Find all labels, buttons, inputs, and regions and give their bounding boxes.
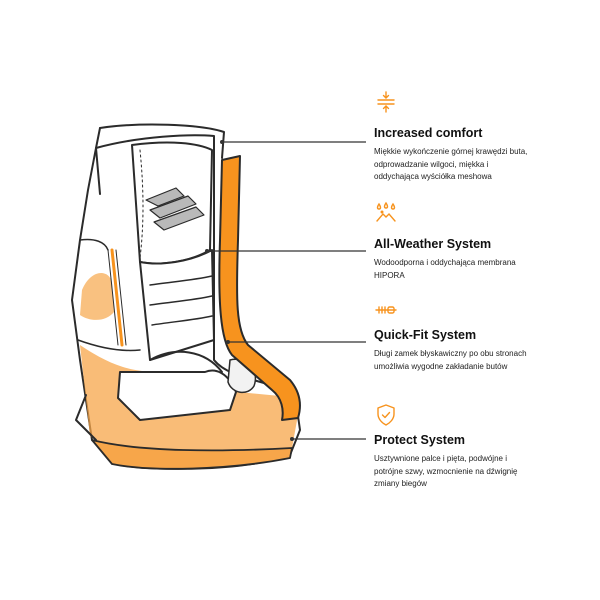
feature-title: All-Weather System bbox=[374, 237, 492, 251]
liner-cross-section bbox=[218, 155, 301, 421]
cushion-arrows-icon bbox=[377, 91, 395, 113]
feature-description: Długi zamek błyskawiczny po obu stronach… bbox=[374, 349, 527, 371]
boot-cuff-top bbox=[95, 127, 101, 149]
feature-title: Protect System bbox=[374, 433, 466, 447]
shield-check-icon bbox=[377, 404, 395, 426]
leader-dots bbox=[205, 140, 294, 441]
boot-cuff bbox=[95, 123, 225, 195]
leader-lines bbox=[207, 141, 366, 440]
feature-title: Increased comfort bbox=[374, 126, 483, 140]
weather-drops-icon bbox=[376, 201, 396, 222]
side-zipper bbox=[110, 248, 124, 347]
feature-description: Usztywnione palce i pięta, podwójne i po… bbox=[374, 454, 518, 488]
feature-description: Wodoodporna i oddychająca membrana HIPOR… bbox=[374, 258, 516, 280]
boot-sole bbox=[91, 439, 293, 470]
rear-spoiler bbox=[75, 394, 97, 441]
shin-panel bbox=[139, 249, 215, 361]
toe-box bbox=[117, 369, 237, 421]
zipper-icon bbox=[375, 306, 397, 314]
feature-description: Miękkie wykończenie górnej krawędzi buta… bbox=[374, 147, 528, 181]
feature-title: Quick-Fit System bbox=[374, 328, 477, 342]
brand-logo-mark bbox=[145, 187, 205, 231]
ankle-protection-fill bbox=[80, 272, 114, 320]
boot-illustration bbox=[71, 123, 301, 470]
